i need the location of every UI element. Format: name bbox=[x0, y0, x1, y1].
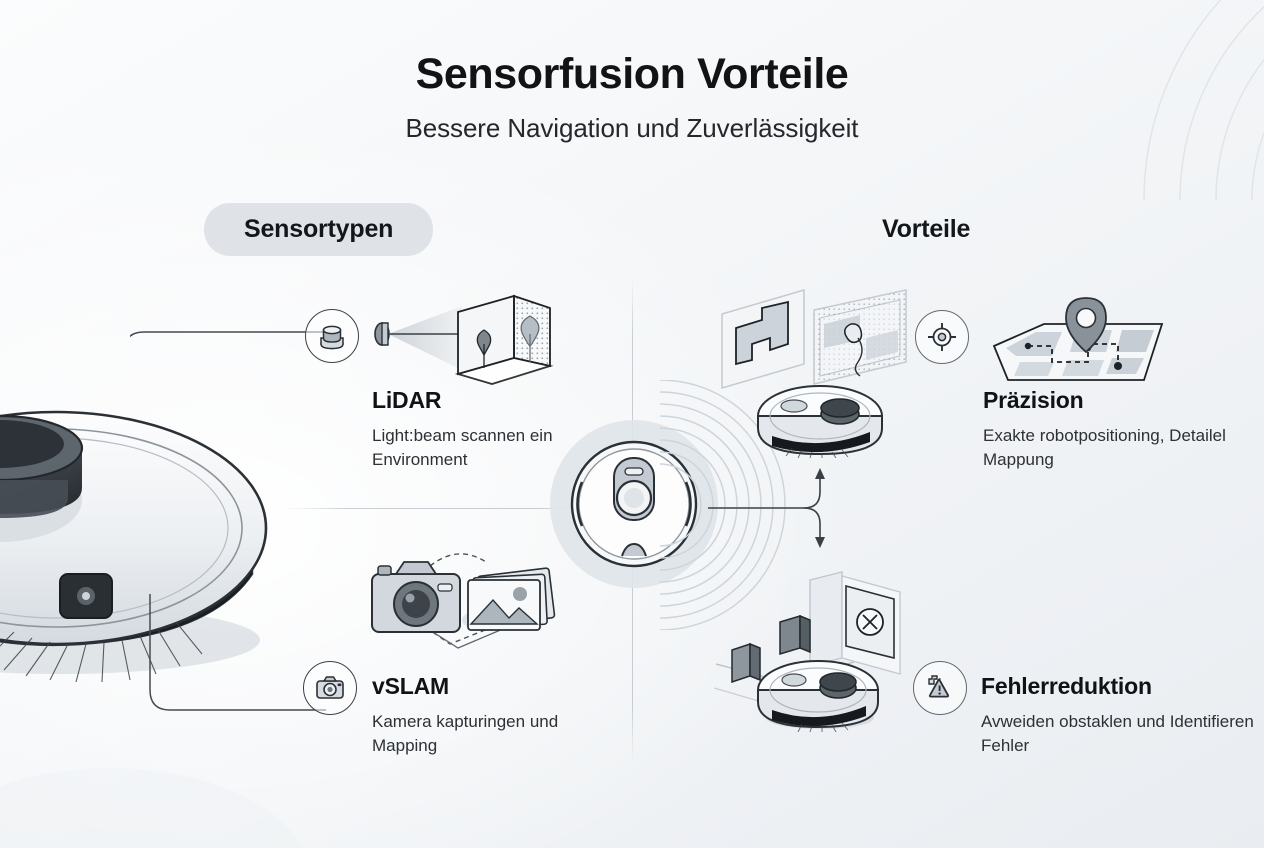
vertical-divider bbox=[632, 278, 633, 762]
signal-waves-illustration bbox=[660, 380, 786, 630]
left-connector-lines bbox=[130, 331, 326, 711]
robot-vacuum-closeup-illustration bbox=[0, 410, 268, 682]
item-desc-lidar: Light:beam scannen ein Environment bbox=[372, 426, 553, 470]
item-desc-praezision: Exakte robotpositioning, Detailel Mappun… bbox=[983, 426, 1226, 470]
item-desc-fehler: Avweiden obstaklen und Identifieren Fehl… bbox=[981, 712, 1254, 756]
left-column-separator bbox=[285, 508, 605, 509]
camera-icon bbox=[303, 661, 357, 715]
map-location-pin-route-illustration bbox=[992, 297, 1164, 381]
warning-triangle-icon bbox=[913, 661, 967, 715]
lidar-puck-icon bbox=[305, 309, 359, 363]
item-title-lidar: LiDAR bbox=[372, 387, 442, 413]
page-subtitle: Bessere Navigation und Zuverlässigkeit bbox=[405, 113, 859, 144]
crosshair-target-icon bbox=[915, 310, 969, 364]
floorplan-maps-robot-illustration bbox=[721, 288, 907, 458]
lidar-beam-room-scan-illustration bbox=[374, 294, 554, 385]
column-heading-vorteile: Vorteile bbox=[882, 215, 971, 243]
camera-photo-stack-illustration bbox=[371, 553, 556, 649]
column-heading-sensortypen: Sensortypen bbox=[204, 203, 434, 256]
header: Sensorfusion Vorteile Bessere Navigation… bbox=[0, 50, 1264, 144]
item-title-vslam: vSLAM bbox=[372, 673, 449, 699]
item-title-praezision: Präzision bbox=[983, 387, 1084, 413]
item-desc-vslam: Kamera kapturingen und Mapping bbox=[372, 712, 559, 756]
obstacle-avoidance-robot-illustration bbox=[714, 571, 901, 732]
page-title: Sensorfusion Vorteile bbox=[415, 50, 849, 98]
item-title-fehler: Fehlerreduktion bbox=[981, 673, 1152, 699]
right-connector-arrows bbox=[708, 468, 825, 548]
